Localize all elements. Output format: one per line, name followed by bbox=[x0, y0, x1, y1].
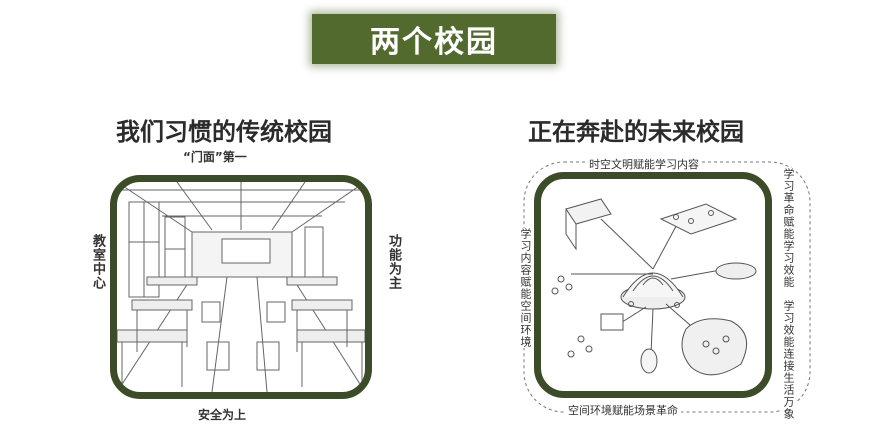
left-heading: 我们习惯的传统校园 bbox=[116, 118, 332, 146]
right-heading: 正在奔赴的未来校园 bbox=[528, 118, 744, 146]
title-banner: 两个校园 bbox=[312, 14, 556, 64]
future-campus-illustration bbox=[551, 198, 757, 376]
banner-title: 两个校园 bbox=[370, 25, 498, 60]
right-top-label: 时空文明赋能学习内容 bbox=[586, 156, 702, 172]
right-bottom-label: 空间环境赋能场景革命 bbox=[565, 402, 681, 418]
future-campus-frame bbox=[534, 172, 772, 398]
left-right-label: 功能为主 bbox=[386, 234, 401, 290]
left-bottom-label: 安全为上 bbox=[198, 408, 247, 422]
left-top-label: “门面”第一 bbox=[183, 150, 247, 164]
right-side-label-1: 学习革命赋能学习效能 bbox=[780, 168, 796, 288]
right-left-label: 学习内容赋能空间环境 bbox=[517, 228, 533, 348]
classroom-illustration bbox=[117, 182, 365, 392]
left-side-label: 教室中心 bbox=[90, 234, 105, 290]
right-side-label-2: 学习效能连接生活万象 bbox=[780, 300, 796, 420]
classroom-frame bbox=[110, 175, 372, 399]
